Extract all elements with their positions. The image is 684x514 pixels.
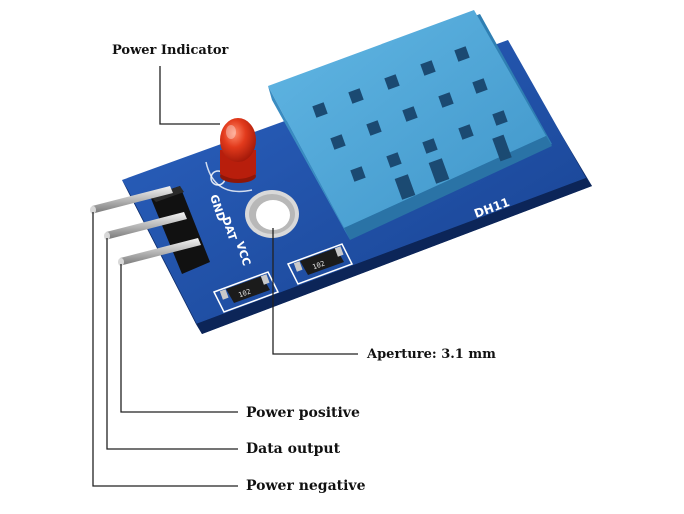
pin-gnd	[90, 186, 173, 214]
resistor-2-code: 102	[311, 260, 326, 272]
leader-data-output	[106, 238, 238, 450]
pin-data	[104, 212, 187, 240]
power-indicator-led	[220, 118, 256, 183]
leader-lines	[92, 66, 358, 487]
smd-resistor-2: 102	[286, 243, 354, 285]
smd-resistor-1: 102	[212, 271, 280, 313]
label-data-output: Data output	[246, 441, 341, 457]
sensor-grille	[312, 46, 512, 200]
label-aperture: Aperture: 3.1 mm	[367, 347, 496, 362]
pin-header	[90, 186, 210, 274]
dht11-sensor-housing: DH11	[268, 10, 552, 240]
leader-aperture	[272, 228, 358, 355]
mounting-hole	[245, 190, 299, 238]
leader-power-positive	[120, 264, 238, 413]
leader-power-negative	[92, 212, 238, 487]
leader-power-indicator	[159, 66, 220, 125]
pin-vcc	[118, 238, 201, 266]
label-power-indicator: Power Indicator	[112, 43, 229, 58]
resistor-1-code: 102	[237, 288, 252, 300]
label-power-negative: Power negative	[246, 478, 366, 494]
label-power-positive: Power positive	[246, 405, 360, 421]
